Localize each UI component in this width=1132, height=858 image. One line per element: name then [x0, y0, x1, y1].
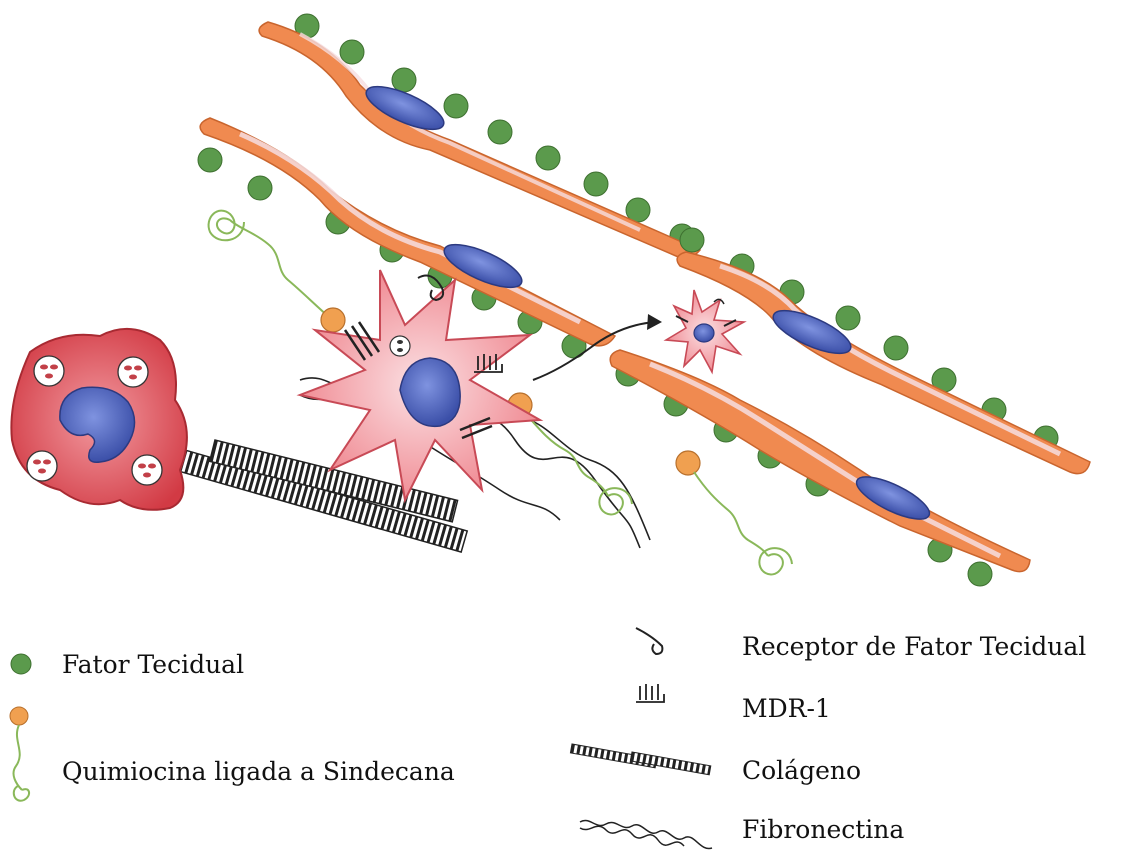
granule — [390, 336, 410, 356]
fibroblast-bottom — [610, 350, 1030, 586]
chemokine-left — [209, 211, 345, 332]
legend-label-collagen: Colágeno — [742, 756, 861, 785]
legend-label-chemokine: Quimiocina ligada a Sindecana — [62, 757, 455, 786]
migrated-cell — [666, 290, 744, 372]
legend-label-fibronectin: Fibronectina — [742, 815, 904, 844]
legend-fibronectin-icon — [580, 820, 712, 848]
legend-collagen-icon — [570, 744, 710, 775]
chemokine-right — [676, 451, 792, 574]
granule — [118, 357, 148, 387]
granule — [27, 451, 57, 481]
legend-label-mdr1: MDR-1 — [742, 694, 831, 723]
legend-tf-receptor-icon — [636, 628, 662, 654]
legend-mdr1-icon — [636, 684, 664, 702]
fibroblast-top — [259, 14, 700, 258]
legend-label-tf-receptor: Receptor de Fator Tecidual — [742, 632, 1086, 661]
granule — [34, 356, 64, 386]
legend-chemokine-icon — [10, 707, 29, 801]
granulocyte-cell — [11, 329, 187, 510]
star-cell — [300, 270, 540, 500]
legend-tissue-factor-icon — [11, 654, 31, 674]
legend-label-tissue-factor: Fator Tecidual — [62, 650, 244, 679]
granule — [132, 455, 162, 485]
